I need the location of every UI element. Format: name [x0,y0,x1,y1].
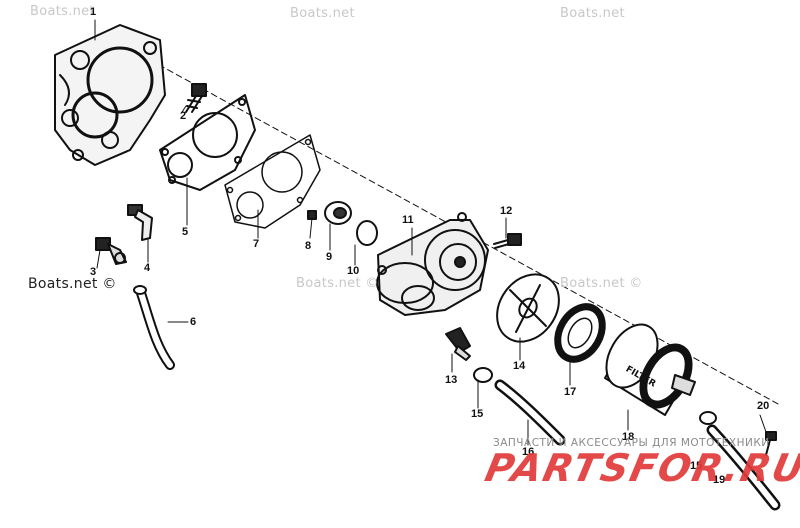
part-19-hose [706,424,781,511]
part-16-hose [494,379,566,446]
part-17-gasket-ring [554,303,606,363]
callout-14: 14 [513,360,526,372]
leader-lines [94,19,767,446]
banner-logo: PARTSFOR.RU [481,446,800,490]
part-15-clamp [473,367,717,425]
callout-2: 2 [180,110,187,122]
part-11-pump-cover [376,212,489,316]
part-18-filter-bowl [604,323,696,416]
watermark-center: Boats.net © [296,276,379,291]
part-3-screw [95,237,127,265]
callout-18: 18 [622,431,635,443]
callout-9: 9 [326,251,333,263]
callout-15: 15 [471,408,484,420]
part-5-gasket [159,94,256,191]
part-20-screw [765,431,777,456]
callout-13: 13 [445,374,458,386]
banner-tagline: ЗАПЧАСТИ И АКСЕССУАРЫ ДЛЯ МОТОТЕХНИКИ [493,437,770,449]
callout-7: 7 [253,238,260,250]
watermark-top-center: Boats.net [290,6,355,21]
callout-15-second: 15 [690,460,703,472]
part-4-elbow-fitting [127,204,153,241]
alignment-line [149,59,781,406]
part-2-bolt [185,83,207,113]
callout-5: 5 [182,226,189,238]
part-13-fitting [445,327,471,361]
part-6-hose [133,285,175,370]
callout-3: 3 [90,266,97,278]
callout-12: 12 [500,205,513,217]
watermark-top-left: Boats.net [30,4,95,19]
callout-6: 6 [190,316,197,328]
part-7-diaphragm [224,134,321,229]
part-14-strainer [496,273,560,343]
part-12-bolt [493,233,522,249]
callout-11: 11 [402,214,414,226]
part-1-pump-body [54,24,166,166]
callout-10: 10 [347,265,360,277]
callout-4: 4 [144,262,151,274]
callout-16: 16 [522,446,535,458]
watermark-left: Boats.net © [28,276,117,292]
part-10-o-ring [356,220,378,246]
part-9-valve [324,201,352,225]
watermark-right: Boats.net © [560,276,643,291]
callout-20: 20 [757,400,770,412]
callout-1: 1 [90,6,97,18]
callout-17: 17 [564,386,577,398]
watermark-top-right: Boats.net [560,6,625,21]
callout-8: 8 [305,240,312,252]
callout-19: 19 [713,474,726,486]
